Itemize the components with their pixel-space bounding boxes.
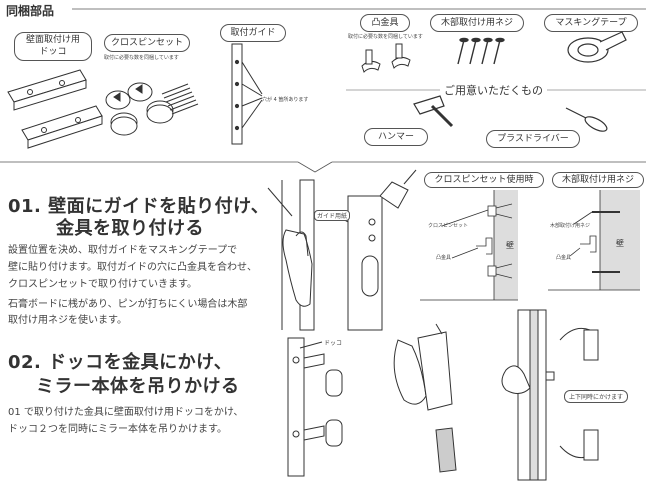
part-label-screw: 木部取付け用ネジ [430,14,524,32]
part-label-dokko-line1: 壁面取付け用 [25,35,80,45]
part-label-dokko-line2: ドッコ [39,47,67,57]
wood-label-bracket: 凸金具 [556,255,572,261]
crosspin-wall-label: 壁 [506,241,514,250]
step2-title-line1: 02. ドッコを金具にかけ、 [8,352,233,373]
crosspin-label-pinset: クロスピンセット [428,223,469,229]
step1-tab-crosspin: クロスピンセット使用時 [424,172,544,188]
part-label-guide: 取付ガイド [220,24,286,42]
crosspin-label-bracket: 凸金具 [436,255,452,261]
wood-label-screw: 木部取付け用ネジ [550,223,591,229]
prepare-title: ご用意いただくもの [440,82,547,98]
part-label-dokko: 壁面取付け用 ドッコ [14,32,92,61]
step2-dokko-label: ドッコ [324,340,343,347]
step1-paragraph1-line2: 壁に貼り付けます。取付ガイドの穴に凸金具を合わせ、 [8,262,257,273]
prepare-hammer-label: ハンマー [364,128,428,146]
step1-paragraph1-line1: 設置位置を決め、取付ガイドをマスキングテープで [8,245,238,256]
step2-paragraph-line1: 01 で取り付けた金具に壁面取付け用ドッコをかけ、 [8,407,244,418]
part-note-crosspin: 取付に必要な数を同梱しています [104,55,179,61]
step1-tab-wood: 木部取付け用ネジ [552,172,644,188]
step1-paragraph2-line1: 石膏ボードに桟があり、ピンが打ちにくい場合は木部 [8,299,248,310]
step1-title-line1: 01. 壁面にガイドを貼り付け、 [8,196,270,217]
part-label-bracket: 凸金具 [360,14,410,32]
section-title: 同梱部品 [6,4,55,18]
step2-title-line2: ミラー本体を吊りかける [36,376,240,397]
step1-title-line2: 金具を取り付ける [56,218,204,239]
part-note-bracket: 取付に必要な数を同梱しています [348,34,423,40]
step2-hang-note: 上下同時にかけます [564,390,629,403]
step1-paragraph2-line2: 取付け用ネジを使います。 [8,315,127,326]
step2-paragraph-line2: ドッコ２つを同時にミラー本体を吊りかけます。 [8,424,227,435]
part-label-tape: マスキングテープ [544,14,638,32]
part-note-guide: 穴が 4 箇所あります [262,97,309,103]
step1-paragraph1-line3: クロスピンセットで取り付けていきます。 [8,279,197,290]
wood-wall-label: 壁 [616,239,624,248]
step1-illus-label-guide: ガイド用紙 [314,210,351,221]
part-label-crosspin: クロスピンセット [104,34,190,52]
prepare-screwdriver-label: プラスドライバー [486,130,580,148]
